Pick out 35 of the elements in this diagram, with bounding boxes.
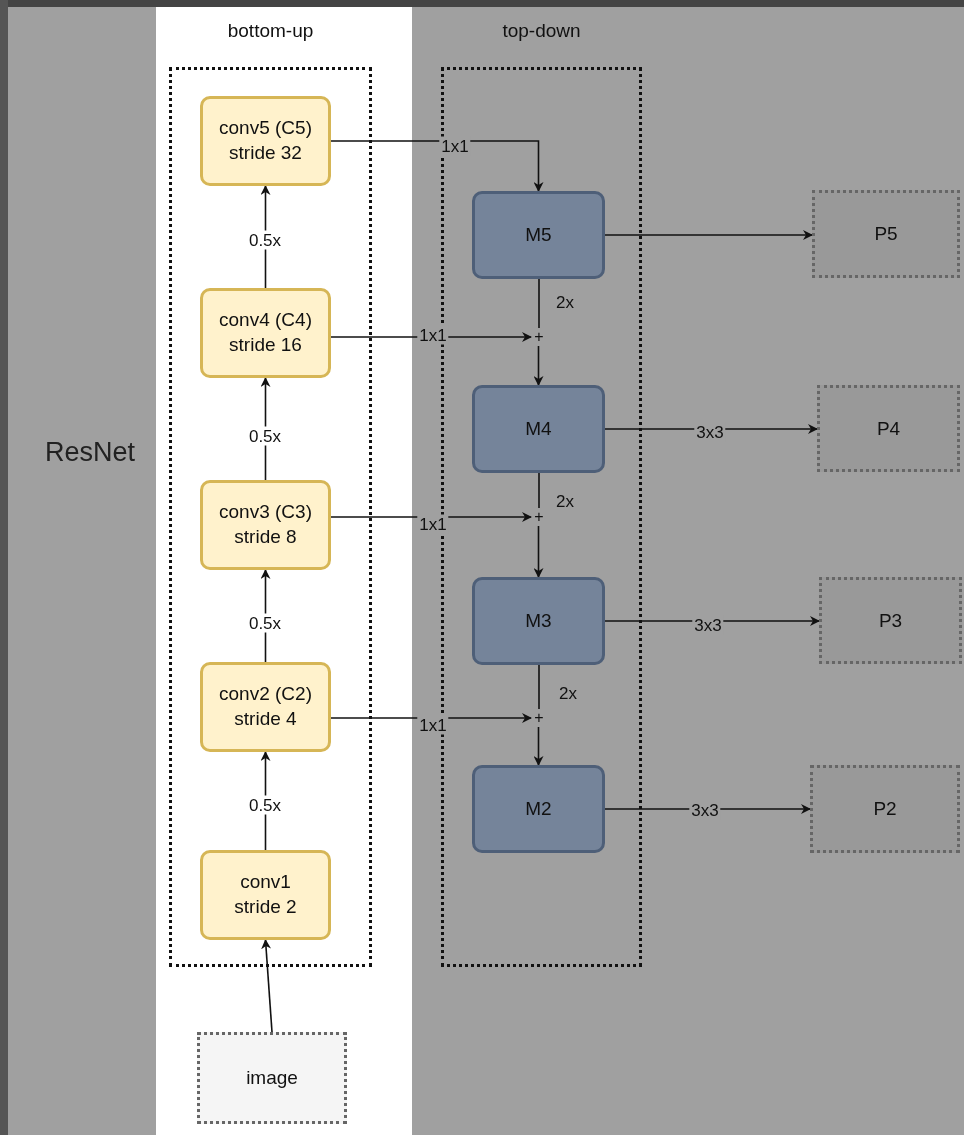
arrow [533, 726, 544, 766]
edge-label: 2x [555, 491, 575, 511]
arrow [604, 230, 813, 240]
edge-label: 1x1 [417, 514, 449, 534]
arrow [261, 939, 273, 1033]
merge-box: M2 [472, 765, 605, 853]
output-box: P5 [812, 190, 960, 278]
edge-label: 0.5x [246, 426, 284, 446]
output-box: P2 [810, 765, 960, 853]
sum-sign: + [531, 508, 547, 526]
input-box: image [197, 1032, 347, 1124]
backbone-label: ResNet [44, 437, 136, 467]
section-heading: top-down [501, 20, 582, 42]
merge-box: M3 [472, 577, 605, 665]
arrow [533, 345, 544, 386]
sum-sign: + [531, 709, 547, 727]
conv-block-box: conv4 (C4) stride 16 [200, 288, 331, 378]
section-heading: bottom-up [226, 20, 315, 42]
conv-block-box: conv3 (C3) stride 8 [200, 480, 331, 570]
merge-box: M5 [472, 191, 605, 279]
edge-label: 0.5x [246, 613, 284, 633]
conv-block-box: conv2 (C2) stride 4 [200, 662, 331, 752]
edge-label: 1x1 [417, 325, 449, 345]
edge-label: 0.5x [246, 230, 284, 250]
edge-label: 2x [555, 292, 575, 312]
output-box: P4 [817, 385, 960, 472]
sum-sign: + [531, 328, 547, 346]
edge-label: 0.5x [246, 795, 284, 815]
arrow [533, 525, 544, 578]
conv-block-box: conv5 (C5) stride 32 [200, 96, 331, 186]
conv-block-box: conv1 stride 2 [200, 850, 331, 940]
edge-label: 2x [558, 683, 578, 703]
merge-box: M4 [472, 385, 605, 473]
edge-label: 1x1 [417, 715, 449, 735]
output-box: P3 [819, 577, 962, 664]
